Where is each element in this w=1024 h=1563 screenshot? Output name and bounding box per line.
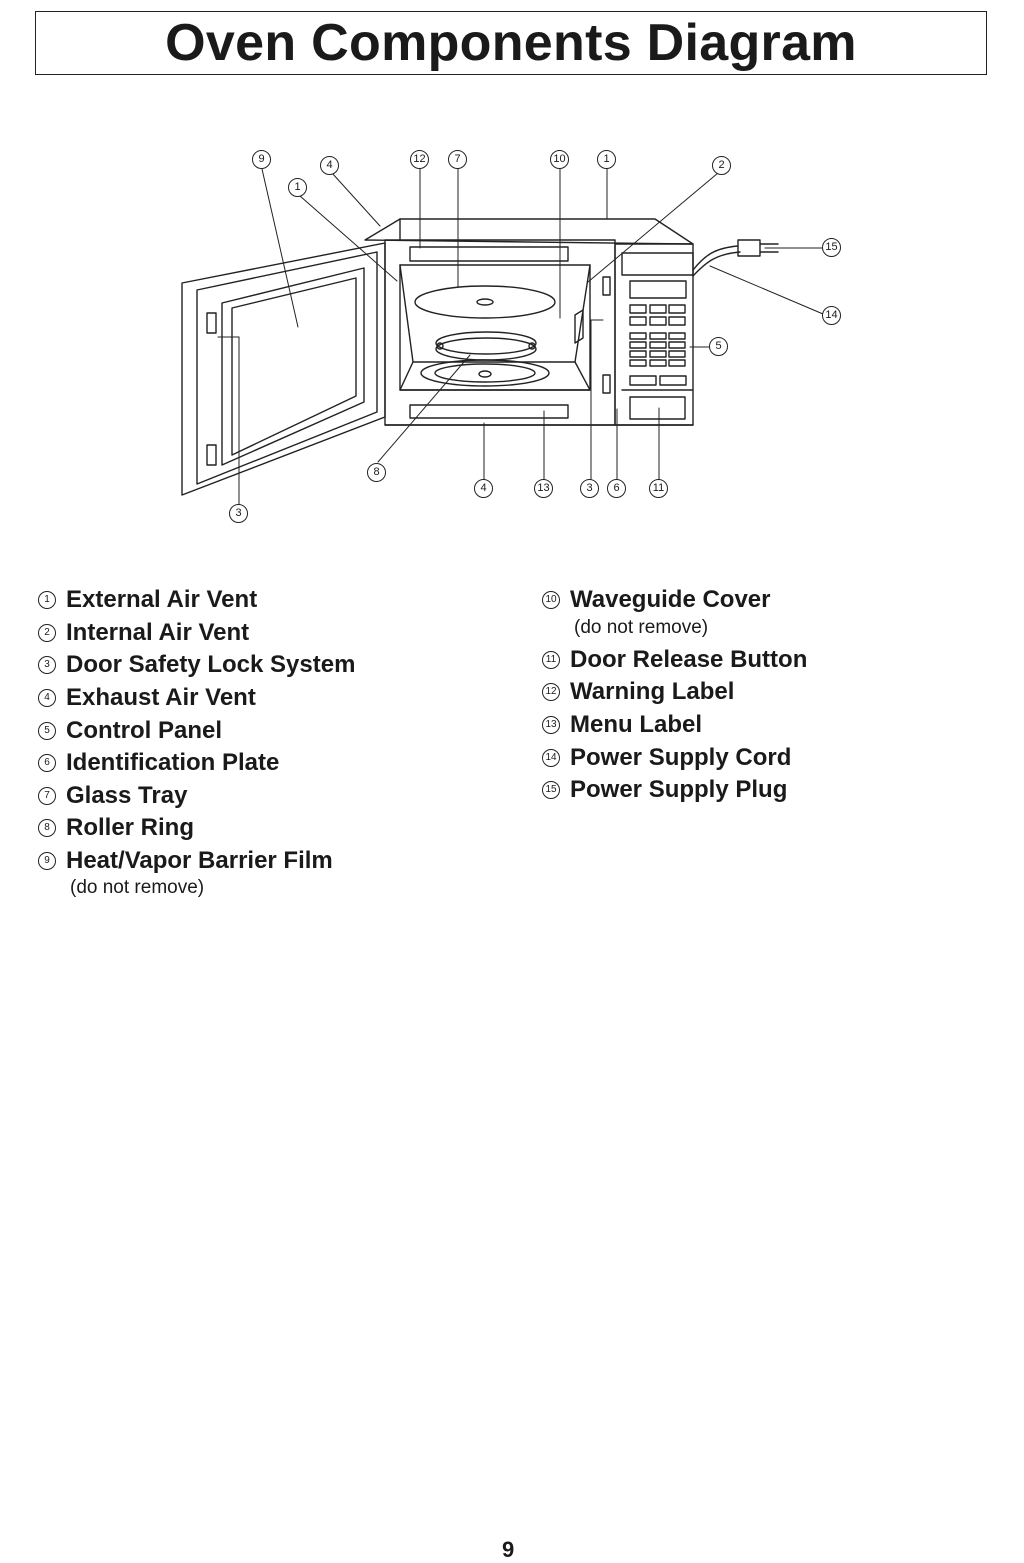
list-item: 7 Glass Tray [38, 780, 518, 813]
callout-5: 5 [709, 337, 728, 356]
list-item: 11 Door Release Button [542, 644, 1002, 677]
page-number: 9 [502, 1537, 515, 1562]
item-number: 8 [38, 819, 56, 838]
list-item: 6 Identification Plate [38, 747, 518, 780]
callout-3-door: 3 [229, 504, 248, 523]
item-note: (do not remove) [574, 616, 709, 638]
list-item: 2 Internal Air Vent [38, 617, 518, 650]
item-label: Glass Tray [66, 781, 188, 809]
item-label: Heat/Vapor Barrier Film [66, 847, 333, 875]
list-item: 10 Waveguide Cover [542, 584, 1002, 617]
item-label: Identification Plate [66, 749, 280, 777]
oven-illustration [181, 168, 824, 507]
item-number: 4 [38, 689, 56, 708]
item-number: 13 [542, 716, 560, 735]
callout-2: 2 [712, 156, 731, 175]
item-label: Power Supply Plug [570, 776, 788, 804]
item-label: Door Safety Lock System [66, 651, 356, 679]
oven-diagram: 9 4 1 12 7 10 1 2 15 14 5 8 4 13 3 6 11 … [0, 140, 1024, 540]
oven-door [181, 242, 386, 496]
item-number: 1 [38, 591, 56, 610]
item-number: 10 [542, 591, 560, 610]
callout-1-top: 1 [597, 150, 616, 169]
item-number: 2 [38, 623, 56, 642]
item-number: 6 [38, 754, 56, 773]
item-label: Exhaust Air Vent [66, 684, 256, 712]
item-label: Door Release Button [570, 645, 808, 673]
list-item: 9 Heat/Vapor Barrier Film [38, 845, 518, 878]
component-list-right: 10 Waveguide Cover (do not remove) 11 Door… [542, 584, 1002, 807]
item-label: Internal Air Vent [66, 618, 250, 646]
leader-lines [217, 168, 824, 507]
item-number: 7 [38, 786, 56, 805]
callout-4-bottom: 4 [474, 479, 493, 498]
title-box: Oven Components Diagram [35, 11, 987, 75]
callout-10: 10 [550, 150, 569, 169]
callout-14: 14 [822, 306, 841, 325]
power-cord [692, 239, 779, 277]
callout-12: 12 [410, 150, 429, 169]
callout-15: 15 [822, 238, 841, 257]
item-label: Menu Label [570, 711, 703, 739]
list-item: 12 Warning Label [542, 676, 1002, 709]
list-item: 3 Door Safety Lock System [38, 649, 518, 682]
item-label: Waveguide Cover [570, 586, 771, 614]
item-number: 12 [542, 683, 560, 702]
list-item: 8 Roller Ring [38, 812, 518, 845]
list-item: 14 Power Supply Cord [542, 741, 1002, 774]
keypad [629, 304, 687, 386]
oven-cabinet [364, 218, 694, 426]
item-label: Power Supply Cord [570, 743, 792, 771]
callout-4-top: 4 [320, 156, 339, 175]
item-note: (do not remove) [70, 877, 205, 899]
callout-6: 6 [607, 479, 626, 498]
callout-11: 11 [649, 479, 668, 498]
item-label: Warning Label [570, 678, 735, 706]
item-number: 14 [542, 748, 560, 767]
item-number: 9 [38, 852, 56, 871]
callout-8: 8 [367, 463, 386, 482]
list-item: 5 Control Panel [38, 714, 518, 747]
item-label: External Air Vent [66, 586, 258, 614]
item-number: 15 [542, 781, 560, 800]
item-number: 3 [38, 656, 56, 675]
callout-1-left: 1 [288, 178, 307, 197]
page-title: Oven Components Diagram [165, 14, 857, 72]
list-item: 4 Exhaust Air Vent [38, 682, 518, 715]
callout-13: 13 [534, 479, 553, 498]
item-number: 5 [38, 721, 56, 740]
list-item: 13 Menu Label [542, 709, 1002, 742]
callout-3-right: 3 [580, 479, 599, 498]
list-item: 15 Power Supply Plug [542, 774, 1002, 807]
item-number: 11 [542, 650, 560, 669]
item-label: Control Panel [66, 716, 223, 744]
callout-7: 7 [448, 150, 467, 169]
list-item: 1 External Air Vent [38, 584, 518, 617]
item-label: Roller Ring [66, 814, 195, 842]
callout-9: 9 [252, 150, 271, 169]
